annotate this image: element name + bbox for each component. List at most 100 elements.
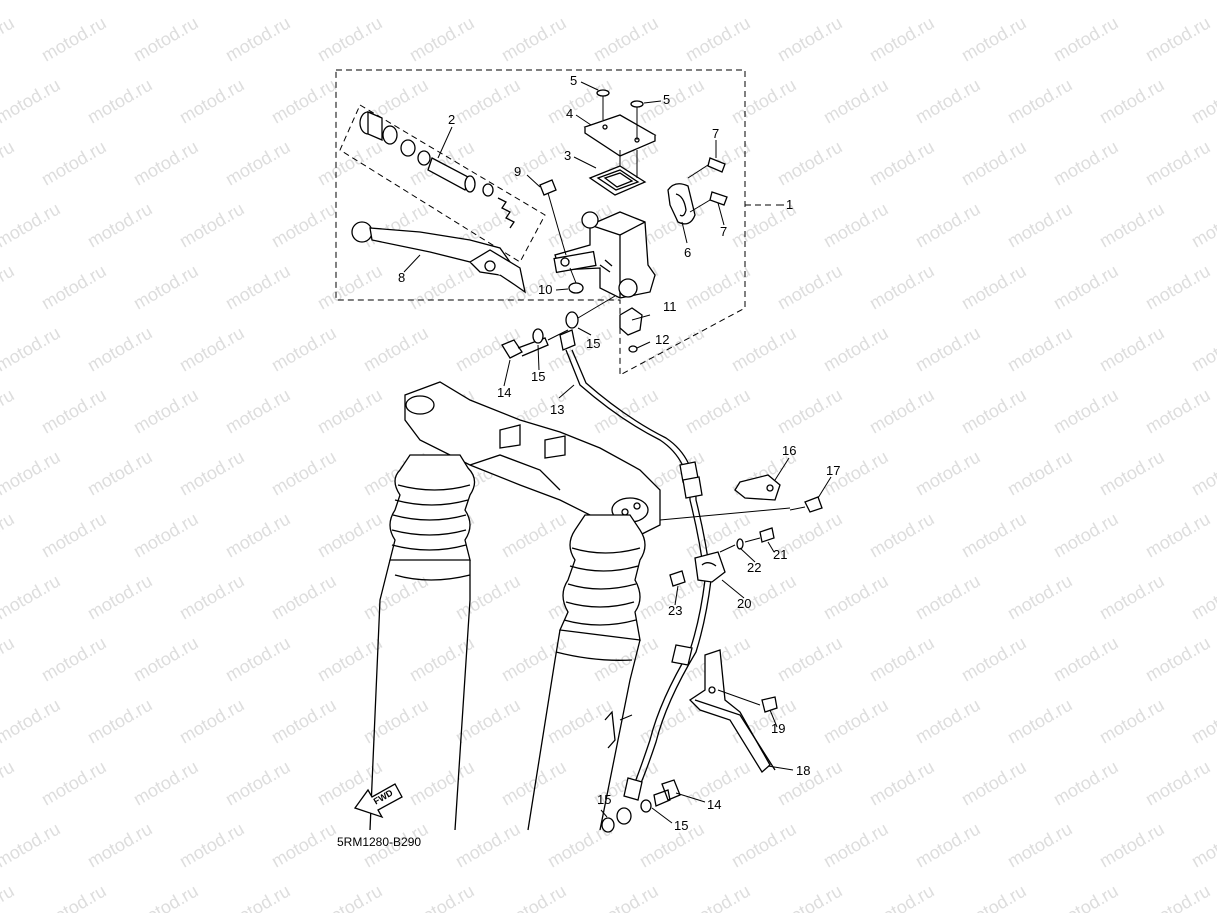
watermark-text: motod.ru [314, 633, 386, 686]
watermark-text: motod.ru [682, 881, 754, 913]
callout-1: 1 [786, 197, 793, 212]
watermark-text: motod.ru [84, 571, 156, 624]
watermark-text: motod.ru [498, 757, 570, 810]
watermark-text: motod.ru [866, 633, 938, 686]
watermark-text: motod.ru [314, 881, 386, 913]
watermark-text: motod.ru [222, 137, 294, 190]
watermark-text: motod.ru [912, 571, 984, 624]
watermark-text: motod.ru [912, 695, 984, 748]
watermark-text: motod.ru [912, 75, 984, 128]
pivot-bolt [539, 179, 567, 256]
watermark-text: motod.ru [1004, 571, 1076, 624]
watermark-text: motod.ru [866, 137, 938, 190]
watermark-text: motod.ru [1142, 881, 1214, 913]
watermark-text: motod.ru [406, 757, 478, 810]
watermark-text: motod.ru [958, 261, 1030, 314]
watermark-text: motod.ru [958, 881, 1030, 913]
watermark-text: motod.ru [176, 571, 248, 624]
watermark-text: motod.ru [728, 0, 800, 3]
callout-21: 21 [773, 547, 787, 562]
watermark-text: motod.ru [360, 323, 432, 376]
watermark-text: motod.ru [84, 323, 156, 376]
watermark-text: motod.ru [1142, 509, 1214, 562]
watermark-text: motod.ru [958, 633, 1030, 686]
callout-13: 13 [550, 402, 564, 417]
watermark-text: motod.ru [268, 199, 340, 252]
watermark-text: motod.ru [130, 13, 202, 66]
watermark-text: motod.ru [0, 571, 64, 624]
callout-15d: 15 [674, 818, 688, 833]
callout-5a: 5 [570, 73, 577, 88]
watermark-text: motod.ru [452, 75, 524, 128]
callout-17: 17 [826, 463, 840, 478]
watermark-text: motod.ru [544, 695, 616, 748]
watermark-text: motod.ru [820, 571, 892, 624]
watermark-text: motod.ru [820, 323, 892, 376]
watermark-text: motod.ru [38, 385, 110, 438]
watermark-text: motod.ru [0, 509, 18, 562]
watermark-text: motod.ru [0, 199, 64, 252]
watermark-text: motod.ru [314, 509, 386, 562]
fwd-arrow-icon: FWD [353, 783, 403, 819]
watermark-text: motod.ru [1004, 819, 1076, 872]
callout-14a: 14 [497, 385, 511, 400]
watermark-text: motod.ru [866, 385, 938, 438]
screws [596, 89, 644, 178]
brake-lever [351, 221, 526, 294]
watermark-text: motod.ru [1096, 695, 1168, 748]
leader-lines [403, 81, 832, 824]
watermark-text: motod.ru [1142, 757, 1214, 810]
watermark-text: motod.ru [1050, 757, 1122, 810]
watermark-text: motod.ru [1142, 633, 1214, 686]
watermark-text: motod.ru [728, 75, 800, 128]
nut [568, 267, 584, 294]
assembly-outline [335, 69, 775, 376]
hose-clamp [669, 527, 775, 587]
watermark-text: motod.ru [0, 695, 64, 748]
watermark-text: motod.ru [1096, 0, 1168, 3]
watermark-text: motod.ru [866, 881, 938, 913]
watermark-text: motod.ru [84, 199, 156, 252]
watermark-text: motod.ru [38, 261, 110, 314]
watermark-text: motod.ru [268, 571, 340, 624]
watermark-text: motod.ru [0, 75, 64, 128]
watermark-text: motod.ru [1004, 199, 1076, 252]
watermark-text: motod.ru [1142, 137, 1214, 190]
union-bolt-upper [501, 295, 616, 359]
watermark-text: motod.ru [820, 199, 892, 252]
watermark-text: motod.ru [820, 695, 892, 748]
watermark-text: motod.ru [912, 447, 984, 500]
watermark-text: motod.ru [130, 509, 202, 562]
watermark-text: motod.ru [176, 695, 248, 748]
callout-12: 12 [655, 332, 669, 347]
piston-kit [359, 111, 515, 229]
callout-9: 9 [514, 164, 521, 179]
union-bolt-lower [601, 779, 681, 833]
watermark-text: motod.ru [38, 13, 110, 66]
callout-11: 11 [663, 299, 677, 314]
watermark-text: motod.ru [1096, 571, 1168, 624]
watermark-text: motod.ru [222, 881, 294, 913]
watermark-text: motod.ru [958, 13, 1030, 66]
callout-3: 3 [564, 148, 571, 163]
watermark-text: motod.ru [590, 13, 662, 66]
watermark-text: motod.ru [1188, 199, 1217, 252]
callout-22: 22 [747, 560, 761, 575]
callout-15a: 15 [531, 369, 545, 384]
watermark-text: motod.ru [130, 633, 202, 686]
callout-15c: 15 [597, 792, 611, 807]
watermark-text: motod.ru [0, 137, 18, 190]
watermark-text: motod.ru [912, 819, 984, 872]
watermark-text: motod.ru [1050, 13, 1122, 66]
watermark-text: motod.ru [268, 0, 340, 3]
watermark-text: motod.ru [498, 881, 570, 913]
watermark-text: motod.ru [1188, 819, 1217, 872]
hose-guide-lower [688, 649, 778, 773]
watermark-text: motod.ru [1188, 0, 1217, 3]
watermark-text: motod.ru [268, 819, 340, 872]
callout-5b: 5 [663, 92, 670, 107]
watermark-text: motod.ru [1188, 75, 1217, 128]
watermark-text: motod.ru [1188, 695, 1217, 748]
watermark-text: motod.ru [1004, 695, 1076, 748]
